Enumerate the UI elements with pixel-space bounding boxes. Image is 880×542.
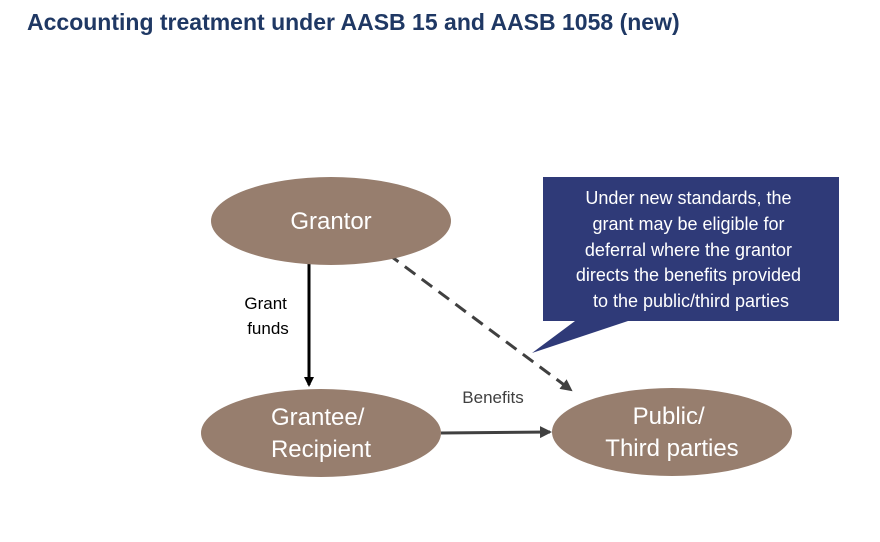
node-grantor: Grantor [211, 177, 451, 265]
arrow-grantee-to-public [440, 426, 552, 439]
node-public: Public/ Third parties [552, 388, 792, 476]
svg-text:Public/ Third parties: Public/ Third parties [605, 403, 738, 462]
node-public-label: Third parties [605, 435, 738, 462]
callout-line: grant may be eligible for [592, 214, 784, 234]
dashed-arrow-grantor-to-public [387, 252, 573, 392]
svg-text:Grantee/ Recipient: Grantee/ Recipient [271, 404, 371, 463]
edge-label-grant-funds: funds [247, 319, 289, 338]
node-grantee-label: Grantee/ [271, 404, 365, 431]
svg-text:Grant funds: Grant funds [244, 294, 291, 338]
node-grantee-label: Recipient [271, 436, 371, 463]
node-grantor-shape [211, 177, 451, 265]
node-grantor-label: Grantor [290, 208, 371, 235]
svg-text:Grantor: Grantor [290, 208, 371, 235]
callout-pointer [532, 321, 628, 353]
page-title: Accounting treatment under AASB 15 and A… [27, 9, 680, 35]
svg-text:Benefits: Benefits [462, 388, 523, 407]
callout-line: to the public/third parties [593, 291, 789, 311]
callout-box [543, 177, 839, 321]
callout-line: directs the benefits provided [576, 265, 801, 285]
node-grantee: Grantee/ Recipient [201, 389, 441, 477]
callout-line: Under new standards, the [585, 188, 791, 208]
node-public-label: Public/ [633, 403, 705, 430]
edge-label-grant-funds: Grant [244, 294, 287, 313]
node-grantee-shape [201, 389, 441, 477]
callout-line: deferral where the grantor [585, 240, 792, 260]
edge-label-benefits: Benefits [462, 388, 523, 407]
svg-text:Under new standards, the: Under new standards, the grant may be el… [576, 188, 806, 311]
callout: Under new standards, the grant may be el… [532, 177, 839, 353]
node-public-shape [552, 388, 792, 476]
